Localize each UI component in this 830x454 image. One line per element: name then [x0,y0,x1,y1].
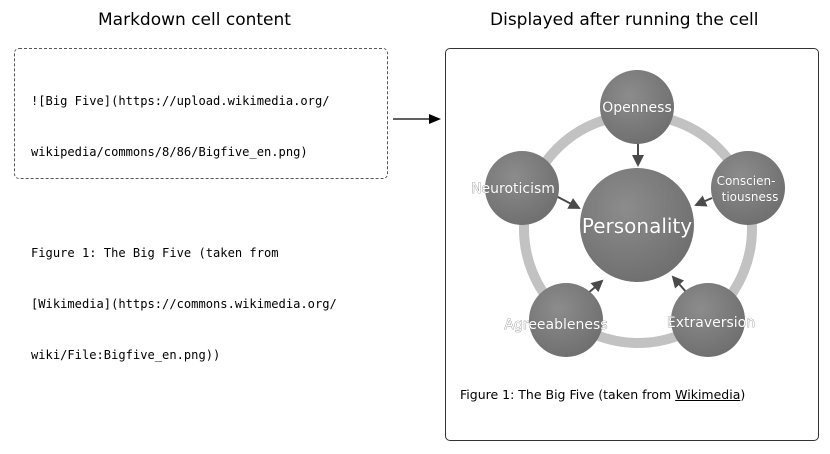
markdown-line: wikipedia/commons/8/86/Bigfive_en.png) [31,145,308,159]
neuroticism-node [485,151,559,225]
rendered-heading: Displayed after running the cell [490,10,759,30]
caption-prefix: Figure 1: The Big Five (taken from [460,387,676,402]
openness-node [600,70,674,144]
conscientiousness-label-1: Conscien- [717,174,776,188]
markdown-line: Figure 1: The Big Five (taken from [31,246,279,260]
agreeableness-node [529,283,603,357]
arrow-neuroticism [555,195,581,209]
wikimedia-link[interactable]: Wikimedia [675,387,741,402]
arrow-conscientiousness [694,195,713,207]
markdown-cell[interactable]: ![Big Five](https://upload.wikimedia.org… [14,48,388,362]
rendered-output: Personality Openness Conscien- tiousness… [445,48,819,441]
big-five-diagram: Personality Openness Conscien- tiousness… [471,70,785,357]
center-node [580,168,694,282]
conscientiousness-node [711,151,785,225]
center-label: Personality [582,214,692,238]
figure-caption: Figure 1: The Big Five (taken from Wikim… [460,387,745,402]
agreeableness-label: Agreeableness [504,317,607,333]
conscientiousness-label-2: tiousness [722,190,779,204]
neuroticism-label: Neuroticism [471,181,555,197]
extraversion-label: Extraversion [667,315,755,331]
caption-suffix: ) [740,387,746,402]
arrow-extraversion [671,275,688,294]
extraversion-node [671,283,745,357]
openness-label: Openness [602,100,671,116]
markdown-line: wiki/File:Bigfive_en.png)) [31,348,221,362]
markdown-line: [Wikimedia](https://commons.wikimedia.or… [31,297,337,311]
markdown-heading: Markdown cell content [98,10,291,30]
markdown-line: ![Big Five](https://upload.wikimedia.org… [31,94,330,108]
run-arrow-icon [393,114,441,124]
